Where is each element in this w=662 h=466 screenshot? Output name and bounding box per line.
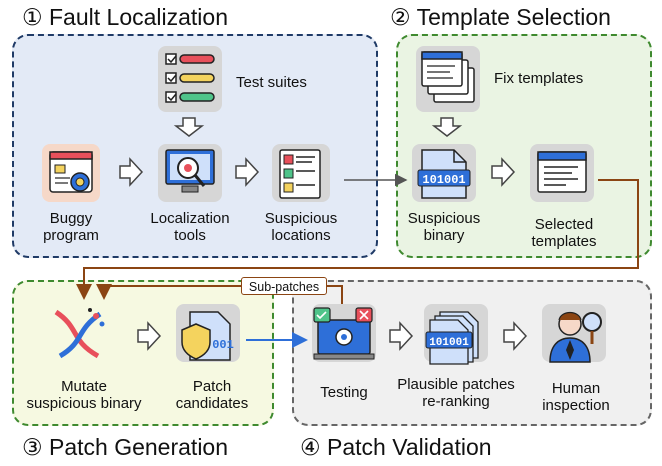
plausible-patches-tile — [424, 304, 488, 362]
suspicious-locations-tile — [272, 144, 330, 202]
stage-title-patch-generation: ③ Patch Generation — [22, 434, 229, 460]
test-suites-tile — [158, 46, 222, 112]
fix-templates-label: Fix templates — [494, 70, 584, 87]
selected-templates-tile — [530, 144, 594, 202]
localization-tools-tile — [158, 144, 222, 202]
testing-label: Testing — [320, 384, 368, 401]
test-suites-label: Test suites — [236, 74, 307, 91]
suspicious-binary-tile — [412, 144, 476, 202]
testing-tile — [312, 304, 376, 362]
stage-title-template-selection: ② Template Selection — [390, 4, 611, 30]
stage-title-fault-localization: ① Fault Localization — [22, 4, 229, 30]
fix-templates-tile — [416, 46, 480, 112]
patch-candidates-tile — [176, 304, 240, 362]
mutate-tile — [44, 304, 108, 362]
human-inspection-tile — [542, 304, 606, 362]
buggy-program-tile — [42, 144, 100, 202]
stage-title-patch-validation: ④ Patch Validation — [300, 434, 492, 460]
sub-patches-label: Sub-patches — [241, 277, 327, 295]
